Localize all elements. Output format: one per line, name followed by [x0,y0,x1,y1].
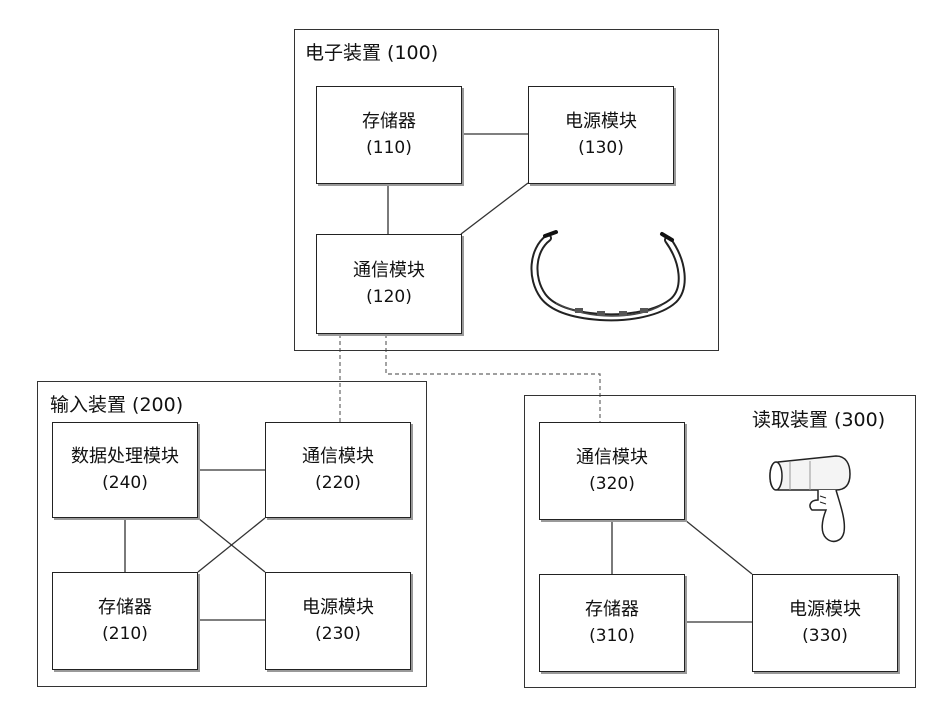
module-comm-220: 通信模块 (220) [265,422,411,518]
device-reader-title: 读取装置 (300) [752,405,885,432]
module-comm-120: 通信模块 (120) [316,234,462,334]
module-dataproc-240: 数据处理模块 (240) [52,422,198,518]
module-number: (320) [589,471,635,497]
module-name: 存储器 [585,597,639,623]
module-number: (230) [315,621,361,647]
device-electronic-title: 电子装置 (100) [305,38,438,65]
module-number: (220) [315,470,361,496]
module-number: (310) [589,623,635,649]
module-number: (210) [102,621,148,647]
module-name: 通信模块 [353,258,425,284]
module-comm-320: 通信模块 (320) [539,422,685,520]
module-memory-210: 存储器 (210) [52,572,198,670]
module-number: (120) [366,284,412,310]
module-name: 存储器 [98,595,152,621]
module-name: 数据处理模块 [71,444,179,470]
module-number: (130) [578,135,624,161]
module-number: (330) [802,623,848,649]
module-name: 存储器 [362,109,416,135]
module-power-130: 电源模块 (130) [528,86,674,184]
module-power-230: 电源模块 (230) [265,572,411,670]
module-number: (110) [366,135,412,161]
module-number: (240) [102,470,148,496]
module-name: 电源模块 [789,597,861,623]
module-power-330: 电源模块 (330) [752,574,898,672]
module-memory-110: 存储器 (110) [316,86,462,184]
module-memory-310: 存储器 (310) [539,574,685,672]
module-name: 通信模块 [302,444,374,470]
module-name: 电源模块 [302,595,374,621]
module-name: 通信模块 [576,445,648,471]
module-name: 电源模块 [565,109,637,135]
device-input-title: 输入装置 (200) [50,390,183,417]
